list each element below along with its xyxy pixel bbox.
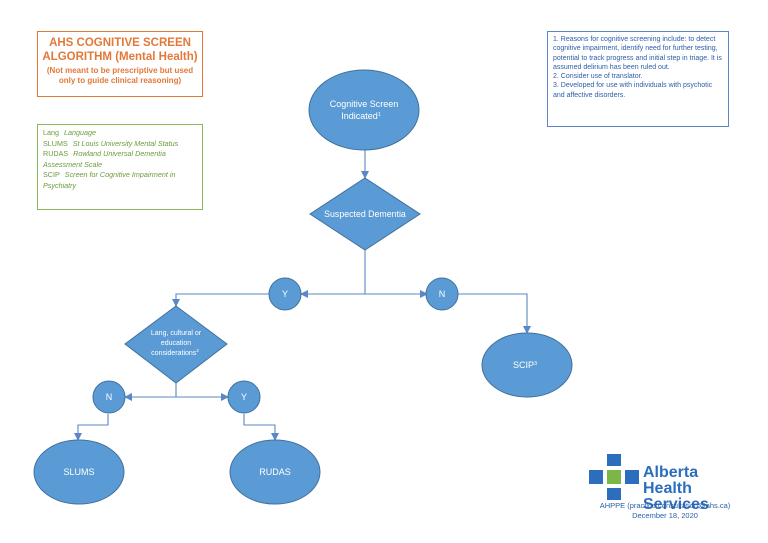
node-label: Suspected Dementia [324, 209, 406, 219]
legend-full: Screen for Cognitive Impairment in Psych… [43, 170, 176, 190]
superscript: 2 [196, 348, 199, 353]
node-rudas: RUDAS [229, 439, 321, 505]
legend-item-slums: SLUMS St Louis University Mental Status [43, 139, 197, 150]
ahs-cross-icon [589, 454, 639, 500]
node-label: considerations [151, 350, 197, 357]
node-slums: SLUMS [33, 439, 125, 505]
node-label: Y [282, 289, 288, 299]
footer-date: December 18, 2020 [632, 511, 698, 520]
connector-no-scip [458, 293, 531, 334]
node-label: SLUMS [63, 467, 94, 477]
footnote-2: 2. Consider use of translator. [553, 73, 643, 81]
abbreviation-legend: Lang Language SLUMS St Louis University Me… [37, 124, 203, 210]
node-label: N [106, 392, 113, 402]
svg-text:SCIP3: SCIP3 [513, 360, 537, 370]
node-label: Cognitive Screen [330, 99, 399, 109]
diagram-title: AHS COGNITIVE SCREEN ALGORITHM (Mental H… [42, 37, 198, 63]
node-cognitive-screen: Cognitive Screen Indicated1 [308, 69, 420, 151]
connector-no2-slums [74, 414, 109, 441]
legend-full: Rowland Universal Dementia Assessment Sc… [43, 149, 166, 169]
node-scip: SCIP3 [481, 332, 573, 398]
footnote-1: 1. Reasons for cognitive screening inclu… [553, 36, 722, 71]
legend-abbr: Lang [43, 128, 59, 137]
footer-contact: AHPPE (practice.consultation@ahs.ca) [599, 501, 731, 510]
node-label: Indicated [341, 111, 378, 121]
node-label: education [161, 340, 191, 347]
footnotes-box: 1. Reasons for cognitive screening inclu… [547, 31, 729, 127]
logo-line-1: Alberta Health [643, 464, 699, 497]
legend-item-lang: Lang Language [43, 128, 197, 139]
node-label: Lang, cultural or [151, 330, 202, 337]
node-label: SCIP [513, 360, 534, 370]
superscript: 3 [534, 361, 537, 367]
legend-abbr: SCIP [43, 170, 60, 179]
ahs-logo: Alberta Health Services [589, 454, 739, 524]
node-lang-considerations: Lang, cultural or education consideratio… [124, 305, 228, 384]
node-label: Y [241, 392, 247, 402]
node-label: N [439, 289, 446, 299]
node-suspected-dementia: Suspected Dementia [309, 177, 421, 251]
node-no-2: N [92, 380, 126, 414]
legend-full: Language [64, 128, 96, 137]
title-box: AHS COGNITIVE SCREEN ALGORITHM (Mental H… [37, 31, 203, 97]
connector-yes2-rudas [243, 414, 279, 441]
legend-abbr: RUDAS [43, 149, 69, 158]
superscript: 1 [378, 112, 381, 118]
node-no-1: N [425, 277, 459, 311]
logo-line-2: Services [643, 496, 709, 513]
svg-text:Indicated1: Indicated1 [341, 111, 381, 121]
node-label: RUDAS [259, 467, 291, 477]
footnote-3: 3. Developed for use with individuals wi… [553, 82, 713, 99]
node-yes-2: Y [227, 380, 261, 414]
node-yes-1: Y [268, 277, 302, 311]
legend-full: St Louis University Mental Status [72, 138, 179, 148]
diagram-subtitle: (Not meant to be prescriptive but used o… [46, 66, 194, 85]
footer: AHPPE (practice.consultation@ahs.ca) Dec… [580, 501, 750, 521]
legend-abbr: SLUMS [43, 138, 68, 148]
ahs-logo-text: Alberta Health Services [643, 465, 739, 513]
connector-yes-lang [172, 293, 269, 307]
svg-text:considerations2: considerations2 [151, 348, 199, 357]
